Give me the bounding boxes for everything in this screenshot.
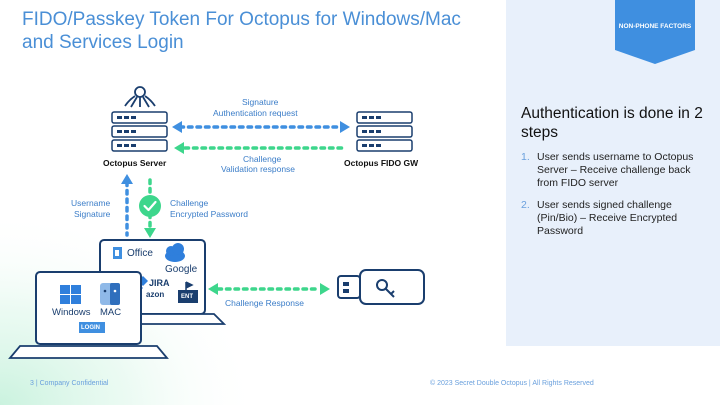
fido-gw-label: Octopus FIDO GW: [344, 158, 419, 168]
ent-label: ENT: [181, 294, 193, 300]
auth-request-label: Authentication request: [213, 108, 298, 118]
octopus-server-label: Octopus Server: [103, 158, 167, 168]
step-item: 1. User sends username to Octopus Server…: [521, 151, 701, 190]
page-title: FIDO/Passkey Token For Octopus for Windo…: [22, 9, 461, 53]
step-text: User sends signed challenge (Pin/Bio) – …: [537, 199, 678, 237]
signature-label: Signature: [242, 97, 279, 107]
challenge-validation-arrow: [174, 142, 347, 154]
validation-response-label: Validation response: [221, 164, 296, 174]
jira-label: JIRA: [149, 278, 170, 288]
step-number: 2.: [521, 199, 530, 211]
windows-label: Windows: [52, 307, 91, 318]
windows-logo-icon: [60, 285, 81, 304]
office-label: Office: [127, 248, 153, 259]
badge-label: NON-PHONE FACTORS: [618, 23, 692, 30]
auth-heading: Authentication is done in 2 steps: [521, 105, 703, 141]
login-button-bg: [79, 322, 105, 333]
octopus-server-icon: [111, 86, 168, 152]
info-panel: [506, 0, 720, 346]
login-button[interactable]: LOGIN: [81, 325, 100, 331]
badge-shape: [615, 0, 695, 64]
office-logo-icon: [113, 247, 122, 259]
username-label: Username: [71, 198, 111, 208]
amazon-label: azon: [146, 290, 165, 299]
step-text: User sends username to Octopus Server – …: [537, 151, 694, 189]
cloud-icon: [165, 243, 185, 262]
fido-gw-server-icon: [356, 111, 413, 152]
challenge-response-arrow: [208, 283, 330, 295]
footer-copyright: © 2023 Secret Double Octopus | All Right…: [430, 380, 594, 387]
signature-request-arrow: [172, 121, 350, 133]
user-signature-label: Signature: [74, 209, 111, 219]
challenge-down-label: Challenge: [170, 198, 209, 208]
steps-list: 1. User sends username to Octopus Server…: [521, 151, 701, 247]
ent-icon: [178, 281, 198, 303]
footer-confidential: 3 | Company Confidential: [30, 380, 109, 387]
google-label: Google: [165, 264, 198, 275]
mac-label: MAC: [100, 307, 122, 318]
mac-finder-icon: [100, 283, 120, 305]
non-phone-factors-badge: NON-PHONE FACTORS: [615, 22, 695, 31]
challenge-label: Challenge: [243, 154, 282, 164]
challenge-response-label: Challenge Response: [225, 298, 304, 308]
encrypted-password-label: Encrypted Password: [170, 209, 248, 219]
security-key-icon: [337, 269, 425, 305]
auth-diagram: [0, 86, 425, 405]
username-signature-arrow: [121, 174, 133, 237]
step-number: 1.: [521, 151, 530, 163]
step-item: 2. User sends signed challenge (Pin/Bio)…: [521, 199, 701, 238]
checkmark-icon: [139, 195, 161, 217]
